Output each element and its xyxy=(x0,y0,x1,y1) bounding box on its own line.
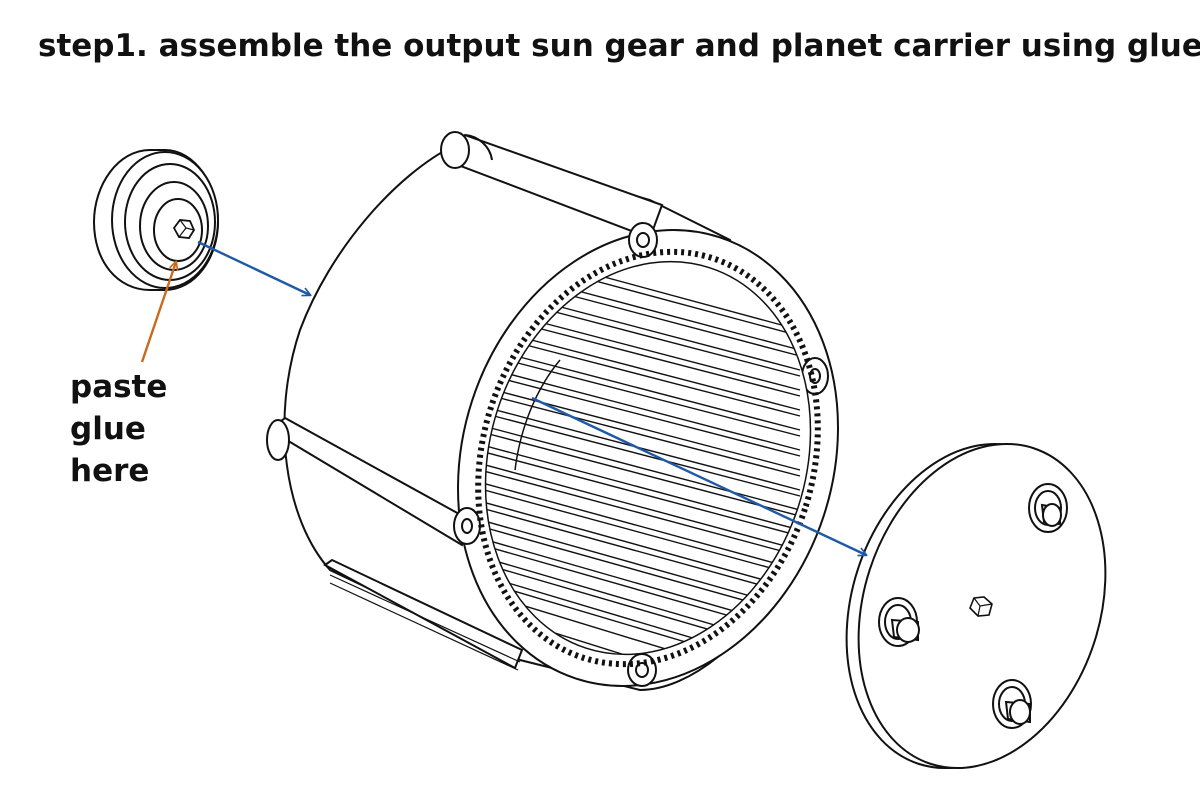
sun-gear-icon xyxy=(92,149,220,291)
callout-line-3: here xyxy=(70,453,150,489)
planet-carrier-icon xyxy=(845,442,1107,770)
glue-callout-arrow xyxy=(140,262,176,363)
sun-gear-insert-arrow xyxy=(197,240,310,295)
callout-line-1: paste xyxy=(70,369,168,405)
callout-line-2: glue xyxy=(70,411,146,447)
carrier-assembly-arrow xyxy=(531,396,866,555)
page-title: step1. assemble the output sun gear and … xyxy=(38,28,1200,64)
ring-gear-housing-icon xyxy=(266,131,839,698)
glue-callout-label: paste glue here xyxy=(70,366,167,492)
